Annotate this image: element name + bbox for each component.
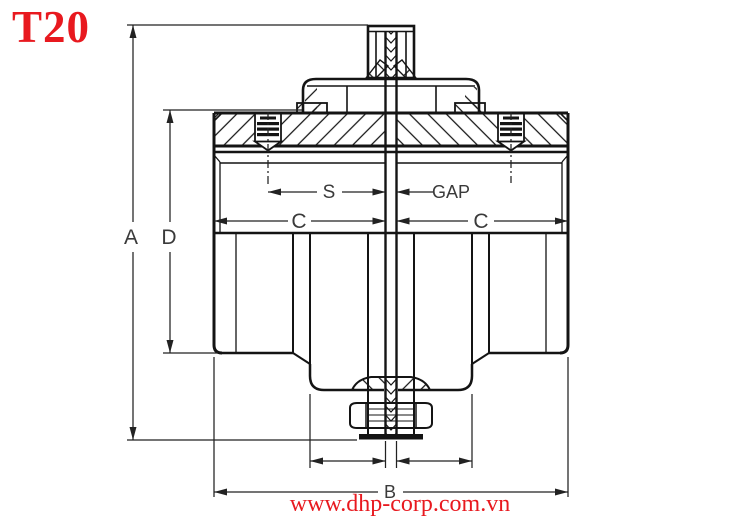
dim-label-gap: GAP	[432, 182, 470, 202]
bottom-bolt	[349, 376, 433, 440]
cover-wall-left	[305, 87, 317, 112]
dimension-C-right	[396, 217, 568, 225]
bolt-end-plate	[359, 434, 423, 440]
dim-label-c-left: C	[291, 210, 306, 233]
top-bolt	[364, 24, 418, 81]
dimension-flange-right	[396, 457, 472, 465]
sleeve-band	[213, 111, 569, 154]
dim-label-d: D	[161, 226, 176, 249]
extension-lines	[127, 24, 569, 497]
dimension-S	[268, 188, 386, 196]
dim-label-s: S	[323, 182, 336, 203]
dim-label-a: A	[124, 226, 138, 249]
center-split-lines	[384, 31, 398, 437]
website-url: www.dhp-corp.com.vn	[289, 491, 511, 517]
bolt-head-hatch-right	[396, 377, 430, 390]
dimension-annotations: A D S GAP C C B	[124, 24, 569, 502]
dimension-flange-left	[310, 457, 386, 465]
coupling-body	[212, 24, 570, 440]
cover-wall-right	[465, 87, 477, 112]
dim-label-b: B	[384, 482, 396, 502]
dimension-GAP	[396, 188, 433, 196]
hub-midsection	[212, 113, 570, 355]
dimension-B	[214, 488, 568, 496]
dimension-A	[129, 25, 137, 440]
dimension-C-left	[214, 217, 386, 225]
dimension-D	[166, 110, 174, 353]
bolt-cover	[296, 77, 486, 115]
dim-label-c-right: C	[473, 210, 488, 233]
model-title: T20	[12, 2, 91, 52]
dimension-labels: A D S GAP C C B	[124, 182, 489, 502]
bolt-head-hatch-left	[352, 377, 386, 390]
bolt-nut	[349, 402, 433, 429]
